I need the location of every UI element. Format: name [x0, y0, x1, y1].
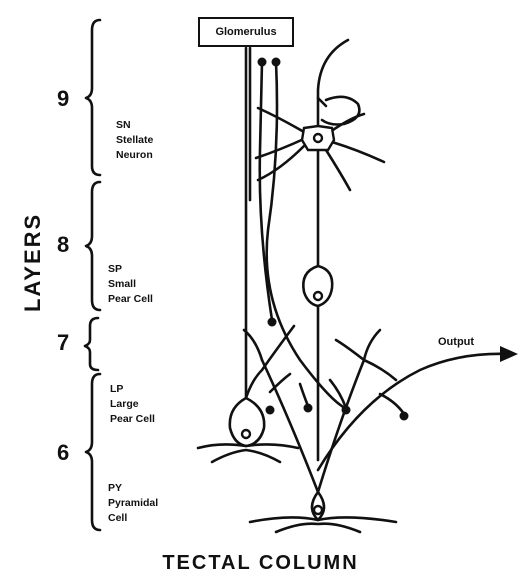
- collateral-4: [380, 394, 404, 414]
- large-pear-basal-2: [212, 450, 280, 462]
- glomerulus-box: Glomerulus: [198, 17, 294, 47]
- terminal-4: [342, 406, 351, 415]
- large-pear-basal: [198, 444, 298, 448]
- terminal-1: [268, 318, 277, 327]
- pyramidal-branch-2: [364, 330, 380, 360]
- pyramidal-basal-2: [276, 524, 360, 532]
- small-pear-nucleus: [314, 292, 322, 300]
- large-pear-nucleus: [242, 430, 250, 438]
- pyramidal-basal: [250, 517, 396, 522]
- terminal-3: [304, 404, 313, 413]
- bracket-layer-6: [86, 374, 100, 530]
- pyramidal-nucleus: [314, 506, 322, 514]
- stellate-dendrite-left2: [258, 108, 304, 132]
- glomerulus-label: Glomerulus: [215, 26, 276, 38]
- bracket-layer-8: [86, 182, 100, 310]
- diagram-title: TECTAL COLUMN: [0, 552, 521, 575]
- stellate-apical-dendrite: [318, 40, 348, 132]
- stellate-loop: [322, 97, 359, 125]
- collateral-2: [300, 384, 308, 406]
- glomerular-knob-1: [258, 58, 267, 67]
- pyramidal-branch-3: [336, 340, 364, 360]
- output-arrowhead: [500, 346, 518, 362]
- bracket-layer-9: [86, 20, 100, 175]
- large-pear-apical: [246, 326, 294, 398]
- stellate-dendrite-left3: [258, 146, 304, 180]
- stellate-dendrite-left: [256, 138, 306, 158]
- pyramidal-apical-left: [262, 360, 318, 492]
- output-label: Output: [438, 336, 474, 348]
- bracket-layer-7: [85, 318, 98, 370]
- stellate-dendrite-right2: [332, 142, 384, 162]
- terminal-5: [400, 412, 409, 421]
- terminal-2: [266, 406, 275, 415]
- glomerular-fiber-1: [260, 62, 272, 320]
- pyramidal-apical-right: [318, 360, 364, 492]
- glomerular-fiber-2: [267, 62, 345, 408]
- stellate-dendrite-down2: [326, 150, 350, 190]
- glomerular-knob-2: [272, 58, 281, 67]
- stellate-nucleus: [314, 134, 322, 142]
- pyramidal-branch-4: [364, 360, 396, 380]
